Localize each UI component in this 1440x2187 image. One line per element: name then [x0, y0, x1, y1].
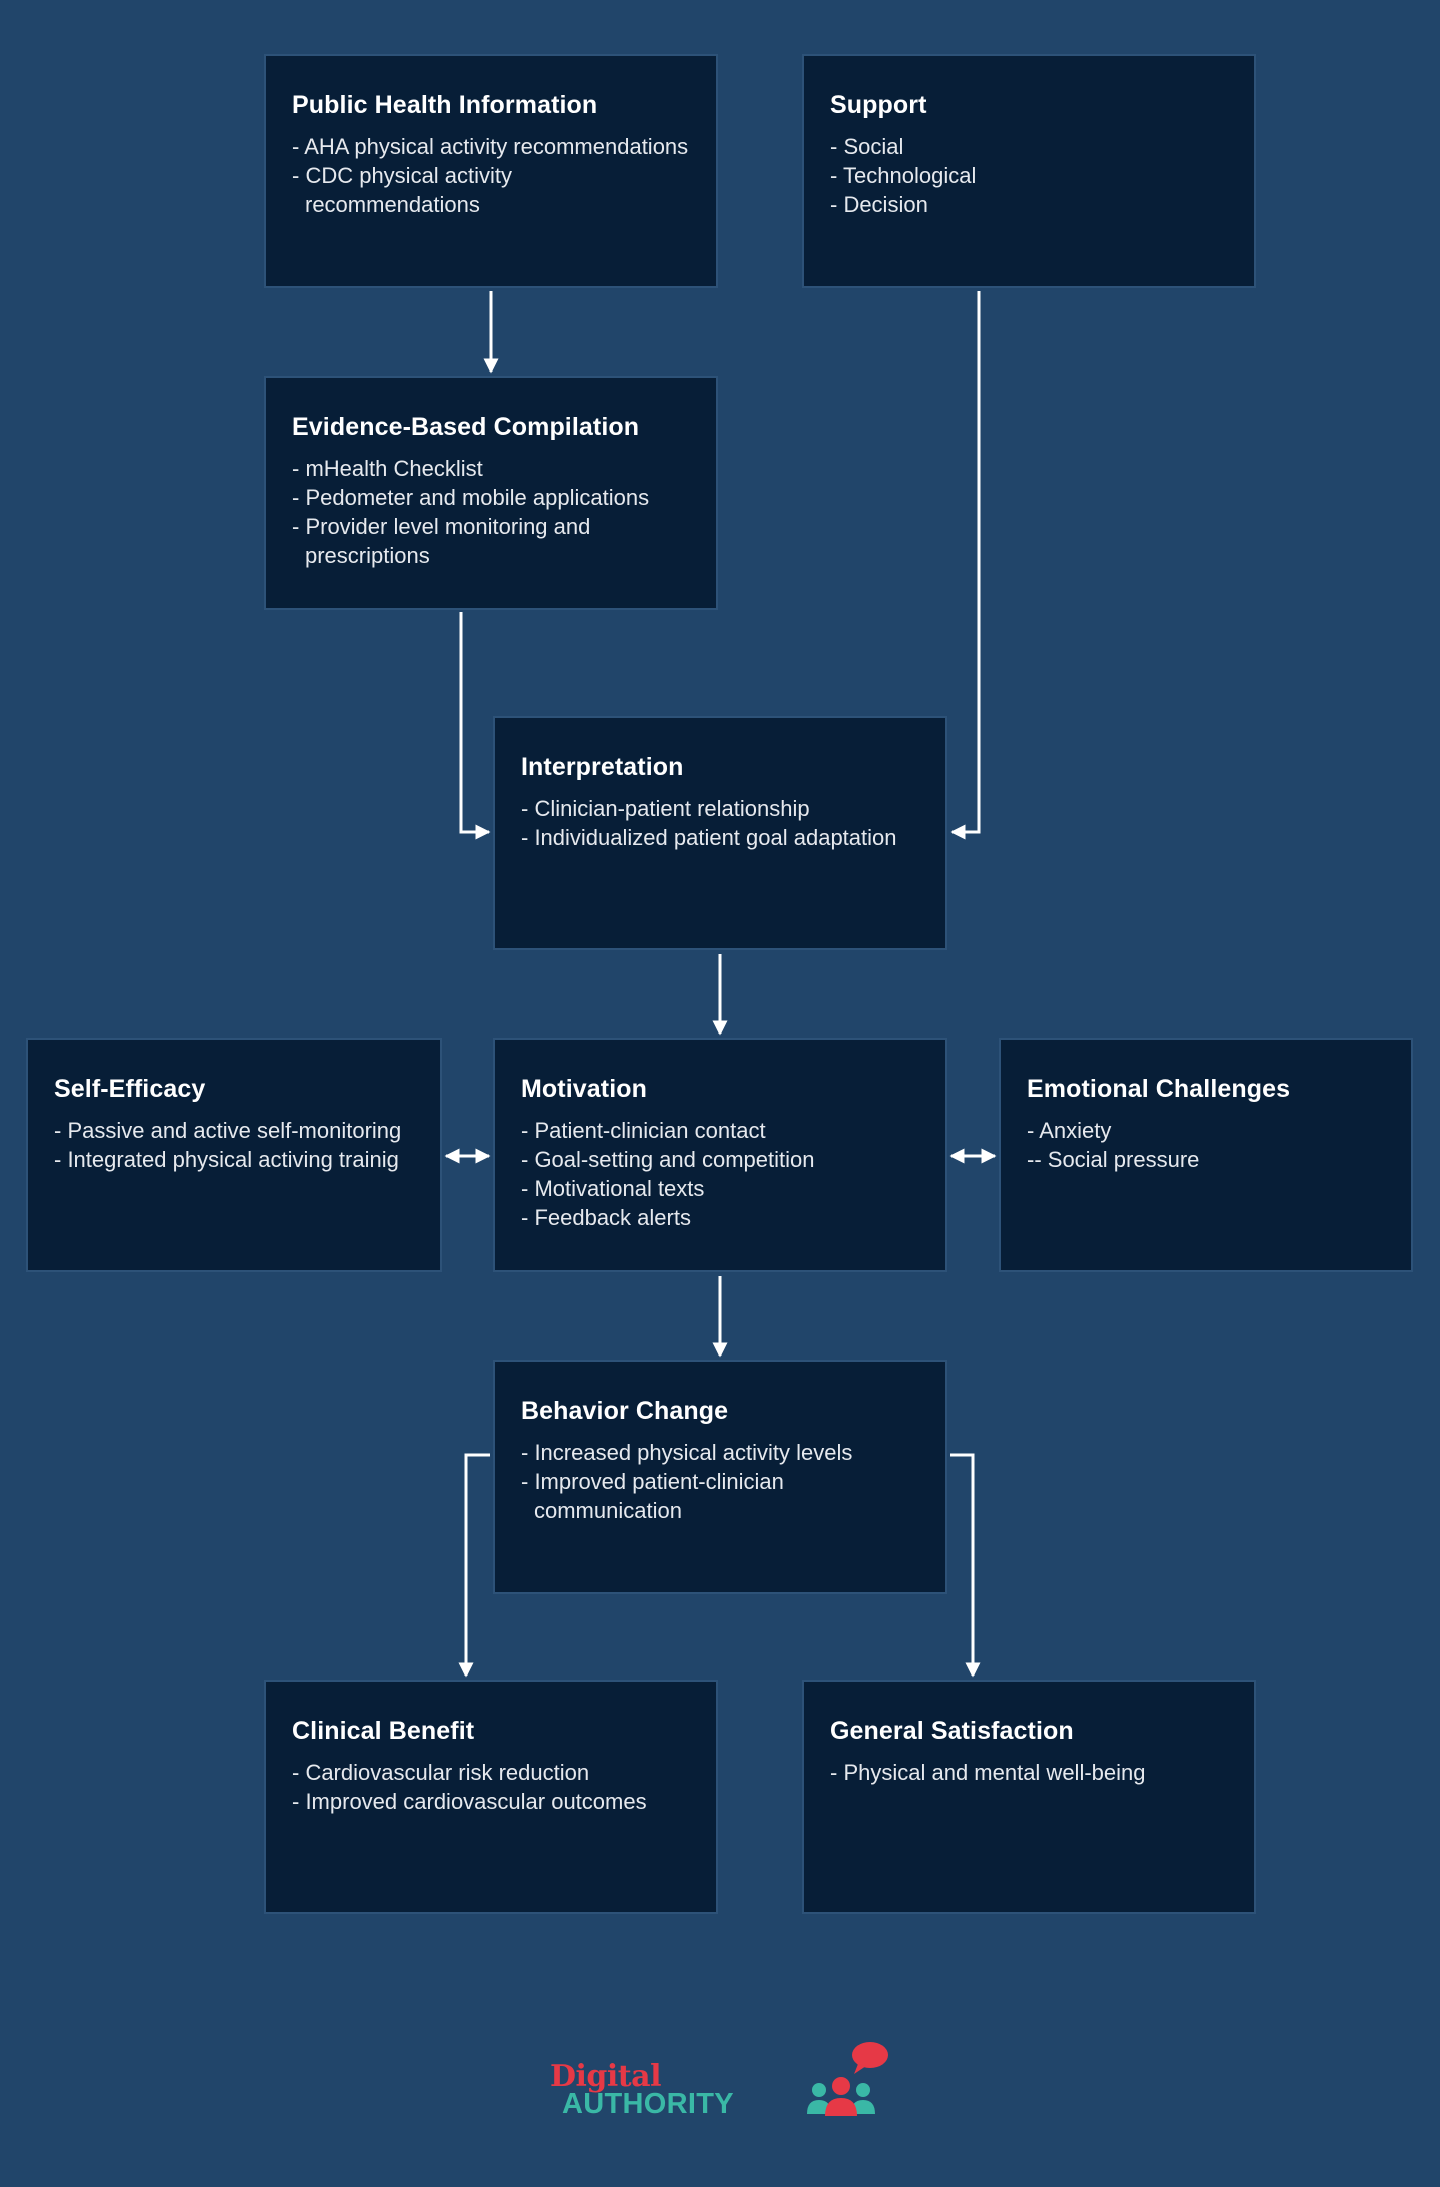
- node-item: - Clinician-patient relationship: [521, 796, 810, 821]
- node-item: - Motivational texts: [521, 1176, 705, 1201]
- node-item: - Increased physical activity levels: [521, 1440, 853, 1465]
- node-item: - Integrated physical activing trainig: [54, 1147, 399, 1172]
- node-public-health: Public Health Information - AHA physical…: [264, 54, 718, 288]
- node-item: - AHA physical activity recommendations: [292, 134, 689, 159]
- node-title: Emotional Challenges: [1027, 1075, 1291, 1103]
- node-item: - mHealth Checklist: [292, 456, 483, 481]
- node-title: Public Health Information: [292, 91, 598, 119]
- node-items: - mHealth Checklist - Pedometer and mobi…: [292, 454, 690, 570]
- node-item: - Individualized patient goal adaptation: [521, 825, 897, 850]
- node-title: Behavior Change: [521, 1397, 729, 1425]
- node-item: -- Social pressure: [1027, 1147, 1200, 1172]
- node-item: - Feedback alerts: [521, 1205, 691, 1230]
- node-evidence: Evidence-Based Compilation - mHealth Che…: [264, 376, 718, 610]
- node-item: - Technological: [830, 163, 977, 188]
- node-items: - Social - Technological - Decision: [830, 132, 1228, 219]
- node-item: - Cardiovascular risk reduction: [292, 1760, 590, 1785]
- arrow-behavior-to-satisfaction: [950, 1453, 981, 1678]
- node-item: - CDC physical activity recommendations: [292, 163, 513, 217]
- node-items: - Increased physical activity levels - I…: [521, 1438, 919, 1525]
- node-item: - Patient-clinician contact: [521, 1118, 766, 1143]
- logo-word-digital: Digital: [550, 2059, 661, 2094]
- node-behavior-change: Behavior Change - Increased physical act…: [493, 1360, 947, 1594]
- node-item: - Improved patient-clinician communicati…: [521, 1469, 784, 1523]
- node-items: - Cardiovascular risk reduction - Improv…: [292, 1758, 690, 1816]
- node-clinical-benefit: Clinical Benefit - Cardiovascular risk r…: [264, 1680, 718, 1914]
- node-emotional-challenges: Emotional Challenges - Anxiety -- Social…: [999, 1038, 1413, 1272]
- node-title: Evidence-Based Compilation: [292, 413, 640, 441]
- node-title: General Satisfaction: [830, 1717, 1074, 1745]
- node-title: Support: [830, 91, 927, 119]
- node-item: - Social: [830, 134, 904, 159]
- node-title: Motivation: [521, 1075, 647, 1103]
- node-general-satisfaction: General Satisfaction - Physical and ment…: [802, 1680, 1256, 1914]
- arrow-behavior-to-clinical: [458, 1453, 490, 1678]
- node-self-efficacy: Self-Efficacy - Passive and active self-…: [26, 1038, 442, 1272]
- node-item: - Anxiety: [1027, 1118, 1112, 1143]
- logo-wordmark: Digital AUTHORITY: [550, 2062, 734, 2119]
- node-items: - Clinician-patient relationship - Indiv…: [521, 794, 919, 852]
- node-items: - AHA physical activity recommendations …: [292, 132, 690, 219]
- node-items: - Anxiety -- Social pressure: [1027, 1116, 1385, 1174]
- node-item: - Provider level monitoring and prescrip…: [292, 514, 591, 568]
- node-interpretation: Interpretation - Clinician-patient relat…: [493, 716, 947, 950]
- node-title: Self-Efficacy: [54, 1075, 206, 1103]
- people-speech-bubble-icon: [807, 2042, 888, 2116]
- node-items: - Physical and mental well-being: [830, 1758, 1228, 1787]
- node-item: - Physical and mental well-being: [830, 1760, 1146, 1785]
- node-items: - Passive and active self-monitoring - I…: [54, 1116, 414, 1174]
- arrow-evidence-to-interpretation: [459, 612, 491, 840]
- arrow-support-to-interpretation: [950, 291, 981, 840]
- node-item: - Goal-setting and competition: [521, 1147, 815, 1172]
- node-motivation: Motivation - Patient-clinician contact -…: [493, 1038, 947, 1272]
- node-item: - Pedometer and mobile applications: [292, 485, 650, 510]
- node-item: - Improved cardiovascular outcomes: [292, 1789, 647, 1814]
- node-support: Support - Social - Technological - Decis…: [802, 54, 1256, 288]
- node-title: Interpretation: [521, 753, 684, 781]
- node-item: - Passive and active self-monitoring: [54, 1118, 402, 1143]
- node-title: Clinical Benefit: [292, 1717, 475, 1745]
- digital-authority-logo: Digital AUTHORITY: [550, 2040, 900, 2140]
- logo-word-authority: AUTHORITY: [562, 2088, 734, 2120]
- node-items: - Patient-clinician contact - Goal-setti…: [521, 1116, 919, 1232]
- node-item: - Decision: [830, 192, 928, 217]
